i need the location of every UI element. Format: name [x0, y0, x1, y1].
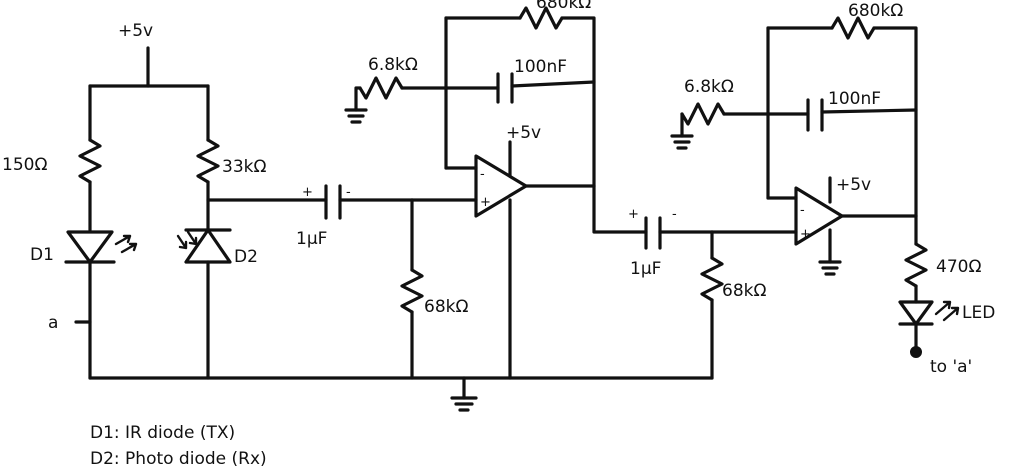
- resistor-6k8-2-symbol: [680, 102, 726, 126]
- capacitor-c2-label: 1µF: [630, 259, 661, 279]
- resistor-68k-2-label: 68kΩ: [722, 281, 766, 301]
- opamp-1-supply-label: +5v: [506, 123, 541, 143]
- resistor-6k8-1-label: 6.8kΩ: [368, 55, 418, 75]
- supply-rail-top: [88, 46, 210, 88]
- branch-r68k-2: [700, 230, 724, 380]
- wire-to-c2: [592, 184, 798, 250]
- feedback-network-1: [344, 6, 596, 188]
- supply-label-top: +5v: [118, 21, 153, 41]
- c1-minus-sign: -: [346, 185, 351, 200]
- opamp-1-symbol: [474, 140, 596, 380]
- opamp-1-plus: +: [480, 195, 491, 210]
- diode-d1-label: D1: [30, 245, 54, 265]
- resistor-680k-1-symbol: [518, 6, 564, 30]
- resistor-68k-2-symbol: [700, 256, 724, 302]
- c2-plus-sign: +: [628, 207, 639, 222]
- resistor-470-label: 470Ω: [936, 257, 981, 277]
- resistor-680k-2-symbol: [830, 16, 876, 40]
- wire-to-c1: [206, 184, 414, 220]
- branch-r68k-1: [400, 198, 478, 380]
- resistor-68k-1-symbol: [400, 268, 424, 314]
- branch-d2: [196, 84, 220, 380]
- resistor-680k-1-label: 680kΩ: [536, 0, 591, 13]
- resistor-6k8-2-label: 6.8kΩ: [684, 77, 734, 97]
- output-branch: [898, 214, 960, 358]
- opamp-1-minus: -: [480, 167, 485, 182]
- diode-d1-symbol: [64, 230, 138, 264]
- capacitor-100n-1-label: 100nF: [514, 57, 567, 77]
- branch-d1: [78, 84, 102, 380]
- c2-minus-sign: -: [672, 207, 677, 222]
- diode-d2-label: D2: [234, 247, 258, 267]
- node-a-label: a: [48, 313, 58, 333]
- resistor-33k-label: 33kΩ: [222, 157, 266, 177]
- resistor-150-symbol: [78, 138, 102, 184]
- led-symbol: [898, 300, 934, 326]
- resistor-68k-1-label: 68kΩ: [424, 297, 468, 317]
- note-d2: D2: Photo diode (Rx): [90, 449, 267, 469]
- resistor-470-symbol: [904, 242, 928, 288]
- feedback-network-2: [670, 16, 918, 218]
- output-terminal-dot: [910, 346, 922, 358]
- to-a-label: to 'a': [930, 357, 972, 377]
- opamp-2-minus: -: [800, 203, 805, 218]
- opamp-2-supply-label: +5v: [836, 175, 871, 195]
- opamp-2-plus: +: [800, 227, 811, 242]
- opamp-2-symbol: [794, 176, 918, 276]
- resistor-33k-symbol: [196, 138, 220, 184]
- c1-plus-sign: +: [302, 185, 313, 200]
- resistor-6k8-1-symbol: [358, 76, 404, 100]
- capacitor-100n-2-label: 100nF: [828, 89, 881, 109]
- diode-d2-symbol: [176, 228, 232, 264]
- led-label: LED: [962, 303, 995, 323]
- resistor-680k-2-label: 680kΩ: [848, 1, 903, 21]
- capacitor-c1-label: 1µF: [296, 229, 327, 249]
- resistor-150-label: 150Ω: [2, 155, 47, 175]
- ground-rail: [88, 376, 714, 412]
- note-d1: D1: IR diode (TX): [90, 423, 235, 443]
